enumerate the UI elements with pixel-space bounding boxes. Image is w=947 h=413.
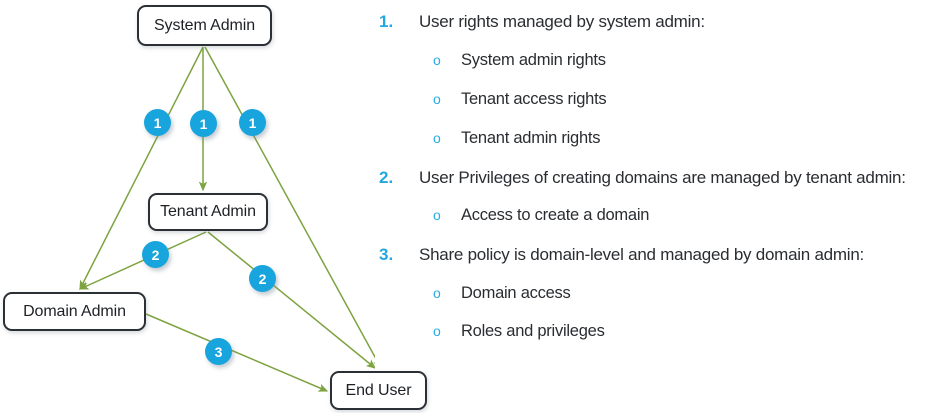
edge-tenant-to-enduser: [207, 231, 375, 369]
circle-bullet-icon: o: [433, 285, 441, 301]
edge-system-to-enduser: [204, 46, 375, 370]
note-subitem-text: Roles and privileges: [461, 322, 605, 340]
edge-system-to-domain: [79, 46, 204, 291]
note-subitem-text: Tenant access rights: [461, 90, 607, 108]
circle-bullet-icon: o: [433, 91, 441, 107]
note-subitem-text: Access to create a domain: [461, 206, 650, 224]
note-subitem-text: System admin rights: [461, 51, 606, 69]
step-badge-2-tenant-to-domain: 2: [142, 241, 169, 268]
note-subitem-2-1: o Access to create a domain: [433, 206, 649, 225]
circle-bullet-icon: o: [433, 130, 441, 146]
note-item-3: 3. Share policy is domain-level and mana…: [379, 245, 864, 265]
circle-bullet-icon: o: [433, 52, 441, 68]
step-badge-1-system-to-enduser: 1: [239, 109, 266, 136]
list-marker: 2.: [379, 168, 394, 187]
node-end-user[interactable]: End User: [330, 371, 427, 410]
node-system-admin[interactable]: System Admin: [137, 5, 272, 46]
node-domain-admin[interactable]: Domain Admin: [3, 292, 146, 331]
node-label: Domain Admin: [23, 302, 126, 320]
note-subitem-1-2: o Tenant access rights: [433, 90, 607, 109]
note-subitem-text: Tenant admin rights: [461, 129, 601, 147]
step-badge-2-tenant-to-enduser: 2: [249, 265, 276, 292]
node-label: Tenant Admin: [160, 203, 256, 220]
step-badge-3-domain-to-enduser: 3: [205, 338, 232, 365]
node-tenant-admin[interactable]: Tenant Admin: [148, 193, 268, 231]
step-badge-1-system-to-domain: 1: [144, 109, 171, 136]
note-item-text: User Privileges of creating domains are …: [419, 168, 906, 187]
circle-bullet-icon: o: [433, 207, 441, 223]
edge-domain-to-enduser: [145, 313, 329, 392]
note-subitem-text: Domain access: [461, 284, 571, 302]
diagram-connectors: [78, 46, 375, 392]
list-marker: 1.: [379, 12, 394, 31]
note-subitem-3-2: o Roles and privileges: [433, 322, 605, 341]
node-label: End User: [345, 381, 412, 399]
list-marker: 3.: [379, 245, 394, 264]
note-subitem-1-3: o Tenant admin rights: [433, 129, 601, 148]
note-subitem-1-1: o System admin rights: [433, 51, 606, 70]
diagram-pane: System Admin Tenant Admin Domain Admin E…: [0, 0, 427, 413]
note-item-2: 2. User Privileges of creating domains a…: [379, 168, 906, 188]
circle-bullet-icon: o: [433, 323, 441, 339]
step-badge-1-system-to-tenant: 1: [190, 110, 217, 137]
note-item-1: 1. User rights managed by system admin:: [379, 12, 705, 32]
note-item-text: Share policy is domain-level and managed…: [419, 245, 865, 264]
note-subitem-3-1: o Domain access: [433, 284, 571, 303]
notes-pane: 1. User rights managed by system admin: …: [375, 0, 947, 413]
note-item-text: User rights managed by system admin:: [419, 12, 705, 31]
node-label: System Admin: [153, 16, 256, 34]
